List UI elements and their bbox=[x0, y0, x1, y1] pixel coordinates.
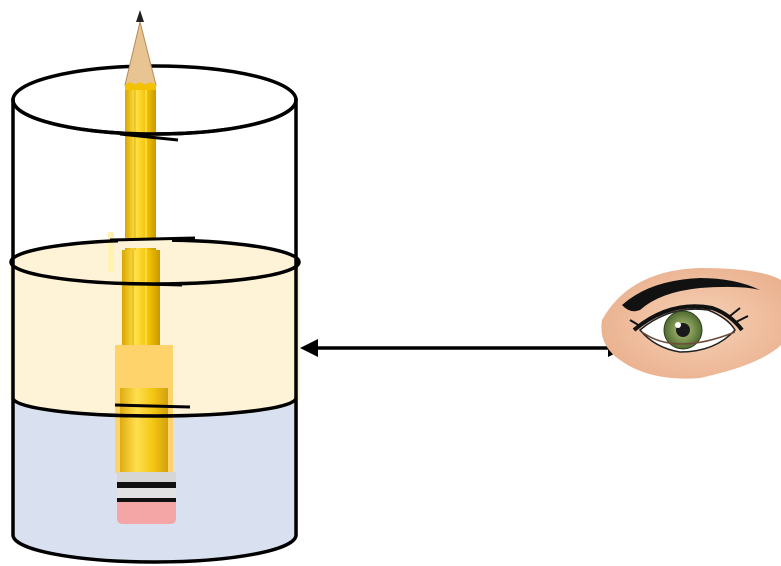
eyebrow bbox=[622, 278, 760, 312]
liquid-boundary bbox=[11, 397, 298, 418]
eye-upper-lid bbox=[632, 304, 744, 332]
eye-lower-lid bbox=[641, 331, 736, 345]
pencil-lead bbox=[136, 10, 144, 22]
pencil-icon bbox=[124, 10, 157, 270]
pencil-wood-tip bbox=[124, 21, 157, 86]
pencil-scallop bbox=[125, 82, 156, 92]
glass-bottom bbox=[11, 534, 298, 564]
glass-rim-front bbox=[11, 99, 298, 136]
pencil-refracted-upper bbox=[108, 232, 173, 390]
pencil-refracted-lower bbox=[115, 388, 176, 524]
pencil-eraser bbox=[117, 502, 176, 524]
eye-icon bbox=[601, 268, 781, 379]
pencil-ferrule bbox=[117, 472, 176, 482]
double-arrow-icon bbox=[300, 339, 626, 357]
